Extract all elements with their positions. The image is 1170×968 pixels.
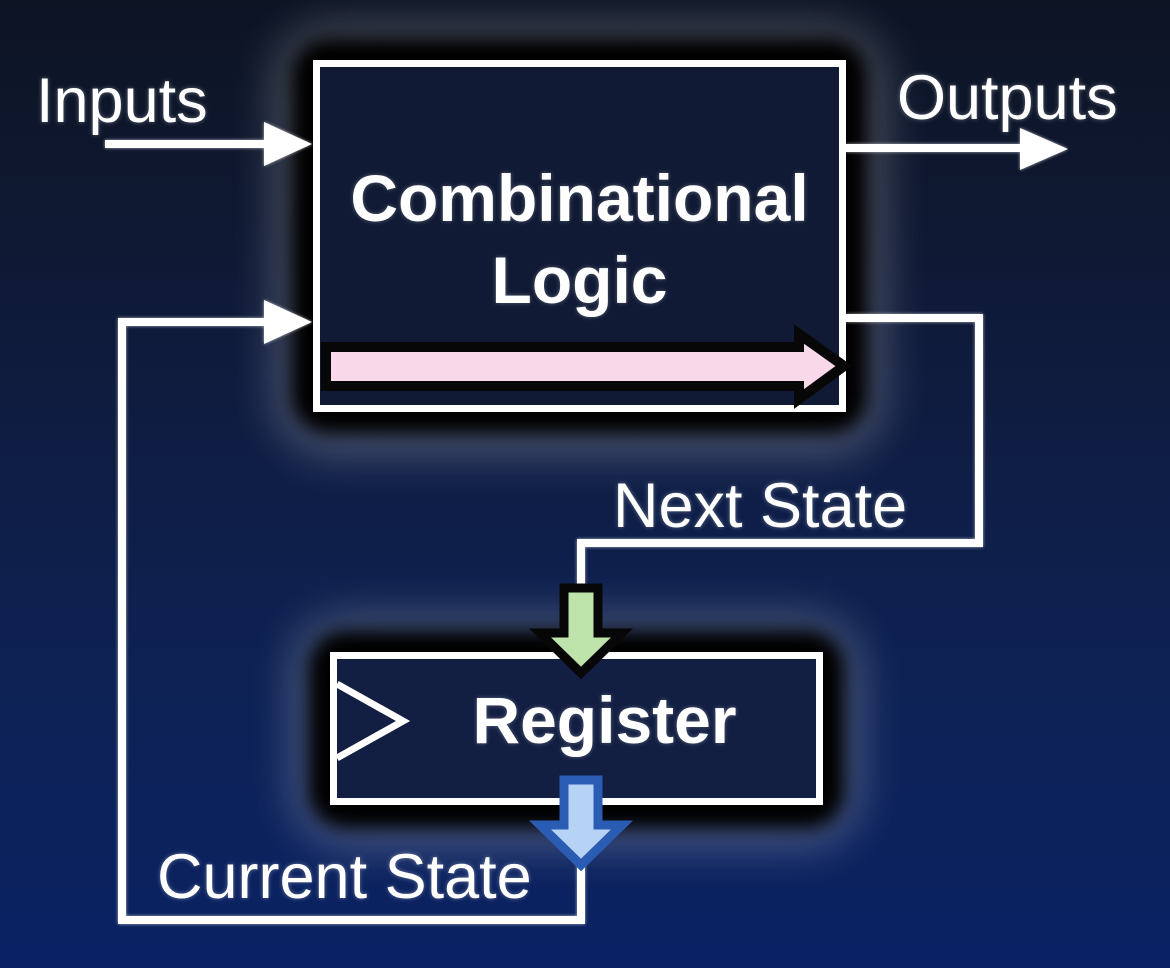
combinational-logic-label-line1: Combinational bbox=[350, 161, 809, 235]
inputs-label: Inputs bbox=[36, 66, 208, 136]
inputs-wire-arrowhead-icon bbox=[264, 122, 312, 166]
register-label: Register bbox=[472, 683, 737, 757]
current-state-down-arrow-icon bbox=[528, 775, 634, 872]
outputs-wire-arrowhead-icon bbox=[1020, 128, 1068, 170]
feedback-wire-arrowhead-icon bbox=[264, 300, 312, 344]
next-state-wire bbox=[577, 314, 983, 592]
next-state-label: Next State bbox=[613, 471, 908, 541]
combinational-flow-arrow-icon bbox=[321, 324, 853, 409]
combinational-logic-label: Combinational Logic bbox=[320, 67, 839, 321]
current-state-label: Current State bbox=[157, 842, 532, 912]
clock-edge-triangle-icon bbox=[335, 680, 411, 762]
outputs-label: Outputs bbox=[897, 63, 1118, 133]
combinational-logic-label-line2: Logic bbox=[491, 243, 668, 317]
next-state-down-arrow-icon bbox=[528, 583, 634, 680]
current-state-feedback-wire bbox=[118, 318, 585, 924]
